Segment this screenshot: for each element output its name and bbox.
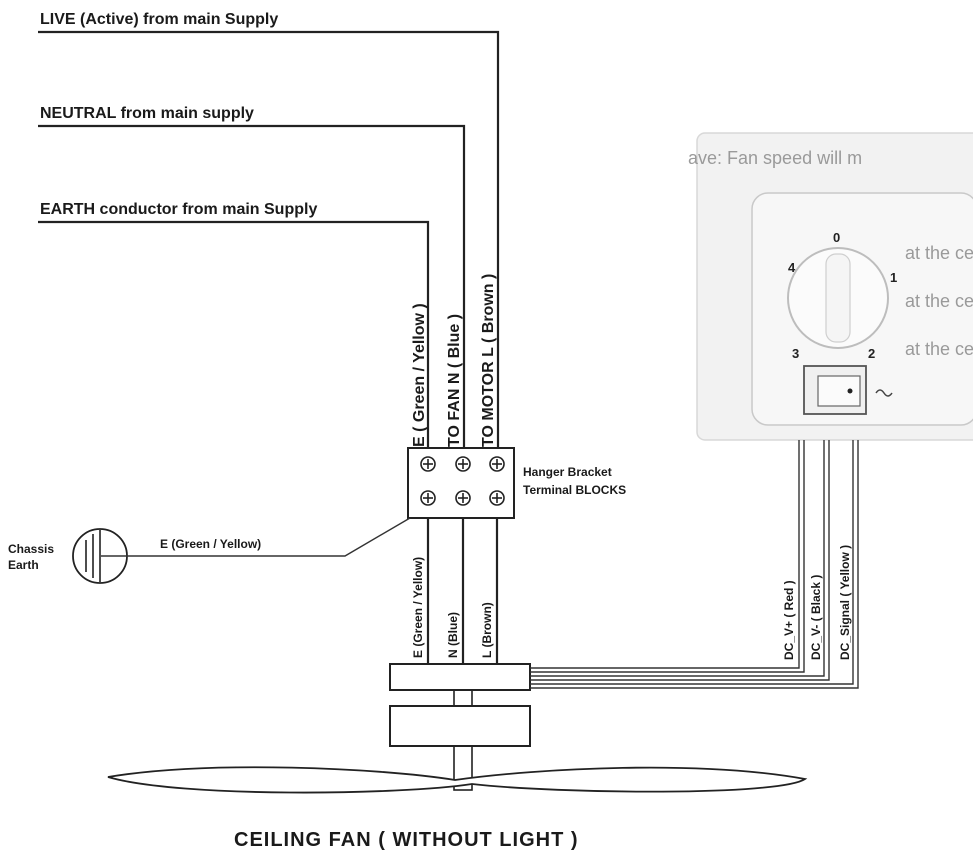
controller-bg-text: ave: Fan speed will m bbox=[688, 148, 862, 168]
controller-bg-text: at the ceiling fan wil bbox=[905, 339, 973, 359]
fan-wires bbox=[426, 518, 499, 664]
terminal-label-line1: Hanger Bracket bbox=[523, 465, 612, 479]
supply-wires bbox=[38, 30, 500, 452]
dial-number-4: 4 bbox=[788, 260, 796, 275]
neutral-supply-wire bbox=[38, 124, 466, 452]
ac-symbol-icon bbox=[875, 389, 893, 397]
dial-grip bbox=[825, 253, 851, 343]
dial-number-1: 1 bbox=[890, 270, 897, 285]
earth-supply-label: EARTH conductor from main Supply bbox=[40, 201, 317, 218]
fan-canopy bbox=[389, 663, 531, 691]
chassis-earth-wire bbox=[101, 517, 411, 557]
chassis-label-line2: Earth bbox=[8, 558, 39, 572]
power-switch-rocker bbox=[817, 375, 861, 407]
upper-live-label: TO MOTOR L ( Brown ) bbox=[480, 274, 497, 447]
dial-number-3: 3 bbox=[792, 346, 799, 361]
lower-earth-label: E (Green / Yellow) bbox=[411, 557, 425, 658]
controller-bg-text: at the ceiling fan wil bbox=[905, 291, 973, 311]
dc-negative-label: DC_V- ( Black ) bbox=[809, 575, 823, 660]
earth-supply-wire bbox=[38, 220, 430, 452]
upper-neutral-label: TO FAN N ( Blue ) bbox=[446, 314, 463, 447]
chassis-wire-label: E (Green / Yellow) bbox=[160, 537, 261, 551]
fan-blades bbox=[107, 766, 808, 794]
lower-neutral-label: N (Blue) bbox=[446, 612, 460, 658]
live-supply-label: LIVE (Active) from main Supply bbox=[40, 11, 278, 28]
neutral-supply-label: NEUTRAL from main supply bbox=[40, 105, 254, 122]
upper-earth-label: E ( Green / Yellow ) bbox=[411, 303, 428, 447]
ceiling-fan bbox=[107, 663, 808, 794]
terminal-label-line2: Terminal BLOCKS bbox=[523, 483, 626, 497]
wall-controller: ave: Fan speed will m at the ceiling fan… bbox=[688, 132, 973, 441]
diagram-title: CEILING FAN ( WITHOUT LIGHT ) bbox=[234, 829, 579, 851]
dial-number-2: 2 bbox=[868, 346, 875, 361]
controller-bg-text: at the ceiling fan wil bbox=[905, 243, 973, 263]
chassis-label-line1: Chassis bbox=[8, 542, 54, 556]
fan-motor-housing bbox=[389, 705, 531, 747]
power-switch-dot bbox=[847, 388, 853, 394]
dc-signal-label: DC_Signal ( Yellow ) bbox=[838, 545, 852, 660]
terminal-block bbox=[407, 447, 515, 519]
lower-live-label: L (Brown) bbox=[480, 602, 494, 658]
dc-positive-label: DC_V+ ( Red ) bbox=[782, 580, 796, 660]
chassis-earth-symbol bbox=[72, 528, 128, 584]
live-supply-wire bbox=[38, 30, 500, 452]
controller-wires bbox=[530, 440, 859, 689]
dial-number-0: 0 bbox=[833, 230, 840, 245]
